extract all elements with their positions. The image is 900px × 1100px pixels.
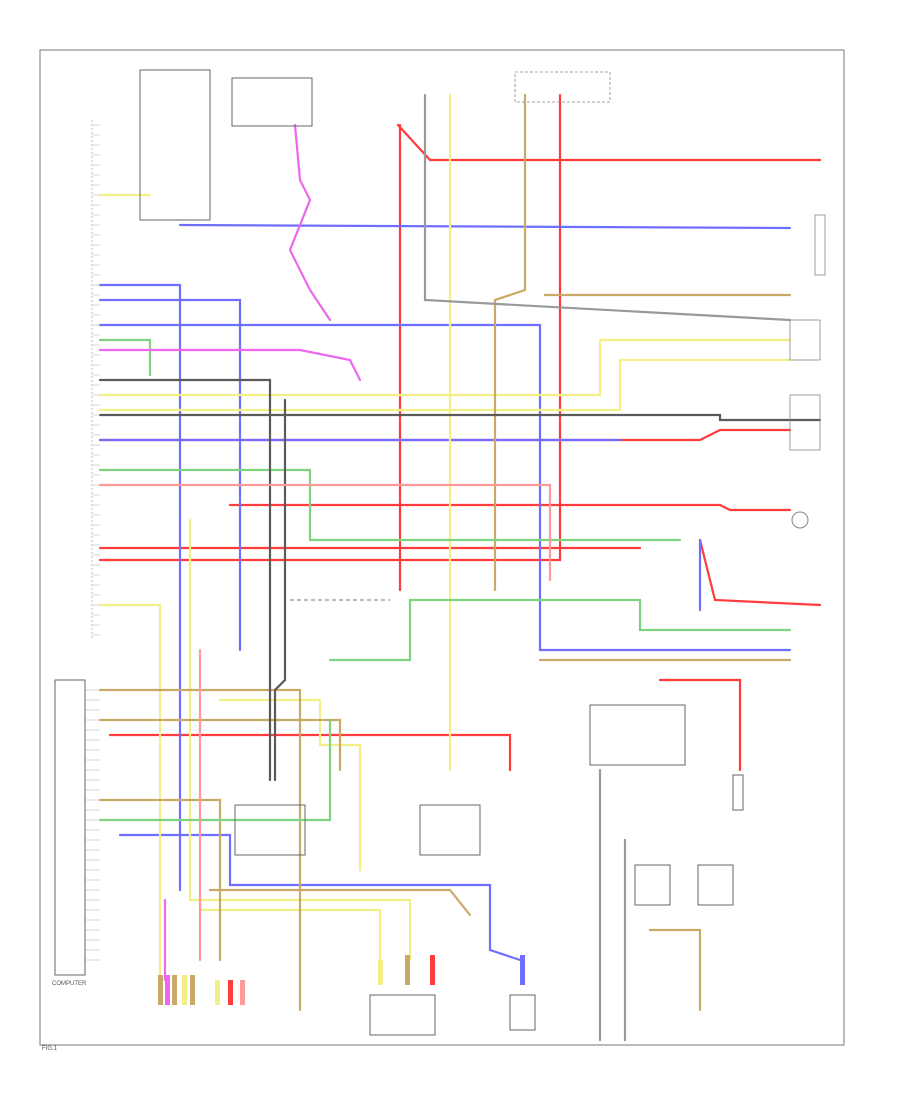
pin-8 <box>240 980 245 1005</box>
wire-tan-8 <box>208 888 472 917</box>
wire-dark-2 <box>98 378 272 782</box>
wire-tan-6 <box>648 928 702 1012</box>
component-fuel-relay <box>589 704 686 766</box>
component-sensor-circle <box>791 511 809 529</box>
wire-blue-6 <box>118 833 522 962</box>
pin-5 <box>190 975 195 1005</box>
pin-11 <box>430 955 435 985</box>
label-figure-tag: FIG.1 <box>42 1046 58 1052</box>
component-right-3 <box>789 394 821 451</box>
wire-yellow-8 <box>198 908 382 972</box>
wire-red-7 <box>658 678 742 772</box>
wire-tan-3 <box>98 688 302 1012</box>
component-right-1 <box>814 214 826 276</box>
wire-red-4 <box>228 503 792 512</box>
wire-blue-4 <box>98 323 792 652</box>
ecu-pin-ticks <box>85 124 100 961</box>
component-antitheft <box>514 71 611 103</box>
pin-1 <box>158 975 163 1005</box>
diagram-frame <box>39 49 845 1046</box>
pin-2 <box>165 975 170 1005</box>
component-injector-1 <box>234 804 306 856</box>
wire-green-4 <box>98 718 332 822</box>
wire-tan-1 <box>493 93 527 592</box>
wire-red-5 <box>108 733 512 772</box>
component-bottom-small <box>509 994 536 1031</box>
component-relay-small-2 <box>697 864 734 906</box>
component-fuse <box>732 774 744 811</box>
wire-tan-4 <box>98 718 342 772</box>
pin-4 <box>182 975 187 1005</box>
pin-12 <box>520 955 525 985</box>
wire-yellow-2 <box>98 338 792 397</box>
wire-green-2 <box>98 338 152 377</box>
wire-magenta-2 <box>98 348 362 382</box>
wire-pink-1 <box>98 483 552 582</box>
wire-blue-1 <box>178 223 792 230</box>
component-relay-small-1 <box>634 864 671 906</box>
wire-red-1 <box>396 123 822 162</box>
component-trans-switch <box>139 69 211 221</box>
wire-gray-1 <box>423 93 792 322</box>
wire-red-6 <box>698 538 822 607</box>
wire-group <box>98 93 822 1042</box>
pin-6 <box>215 980 220 1005</box>
component-bottom-module <box>369 994 436 1036</box>
connector-pins <box>158 955 525 1005</box>
wire-dark-1 <box>98 413 822 422</box>
wire-red-3 <box>98 428 792 442</box>
wire-green-3 <box>328 598 792 662</box>
wire-blue-3 <box>98 298 242 652</box>
wire-green-1 <box>98 468 682 542</box>
wire-magenta-1 <box>288 123 332 322</box>
wire-tan-7 <box>98 798 222 962</box>
wire-blue-2 <box>98 283 182 892</box>
component-main-relay <box>231 77 313 127</box>
wire-yellow-3 <box>98 358 792 412</box>
wire-red-2 <box>98 93 562 562</box>
pin-3 <box>172 975 177 1005</box>
label-computer: COMPUTER <box>52 981 87 987</box>
pin-7 <box>228 980 233 1005</box>
wire-yellow-5 <box>98 603 162 982</box>
ecu-box <box>54 679 86 976</box>
pin-10 <box>405 955 410 985</box>
wire-yellow-6 <box>218 698 362 872</box>
wire-dark-3 <box>273 398 287 782</box>
component-group <box>139 69 826 1036</box>
component-right-2 <box>789 319 821 361</box>
component-injector-2 <box>419 804 481 856</box>
pin-9 <box>378 960 383 985</box>
